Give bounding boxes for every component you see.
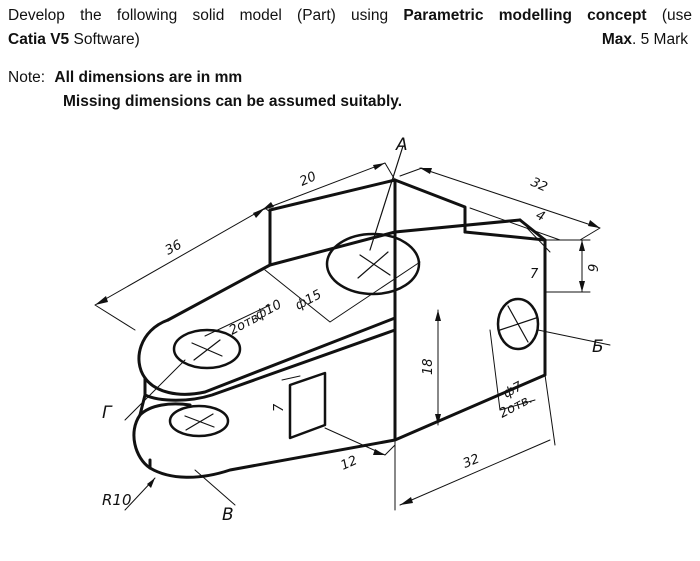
arrowheads <box>95 163 600 505</box>
dim-4: 4 <box>533 208 547 225</box>
dim-18: 18 <box>421 358 436 375</box>
dim-32-bottom: 32 <box>461 452 482 472</box>
question-line-2: Catia V5 Software) Max. 5 Mark <box>8 30 688 50</box>
max-marks: Max. 5 Mark <box>601 31 688 48</box>
holes <box>168 232 540 438</box>
centerlines <box>184 145 537 431</box>
question-suffix: (use <box>661 7 692 24</box>
note-text-2: Missing dimensions can be assumed suitab… <box>63 93 403 110</box>
label-g-cyr: Г <box>102 403 113 423</box>
dim-7-slot: 7 <box>272 403 287 412</box>
label-v-cyr: В <box>222 505 234 525</box>
software-name: Catia V5 <box>8 31 70 48</box>
dim-12: 12 <box>339 453 360 473</box>
note-line-1: Note: All dimensions are in mm <box>8 68 242 88</box>
note-text-1: All dimensions are in mm <box>54 69 243 86</box>
dim-20: 20 <box>298 169 319 189</box>
software-rest: Software) <box>73 31 140 48</box>
dim-9: 9 <box>587 264 602 272</box>
part-outline <box>132 178 547 479</box>
dim-7-top: 7 <box>530 267 539 282</box>
note-line-2: Missing dimensions can be assumed suitab… <box>63 92 402 112</box>
question-prefix: Develop the following solid model (Part)… <box>8 7 389 24</box>
dim-holes-left: 2отв. <box>227 309 265 339</box>
question-line-1: Develop the following solid model (Part)… <box>8 6 692 26</box>
question-concept: Parametric modelling concept <box>403 7 647 24</box>
dim-r10: R10 <box>102 491 132 509</box>
note-label: Note: <box>8 69 46 86</box>
label-b-cyr: Б <box>592 337 604 357</box>
dim-32-top: 32 <box>528 175 549 195</box>
dim-phi15: ф15 <box>293 287 324 313</box>
label-a: A <box>395 135 408 155</box>
dim-36: 36 <box>163 238 185 259</box>
